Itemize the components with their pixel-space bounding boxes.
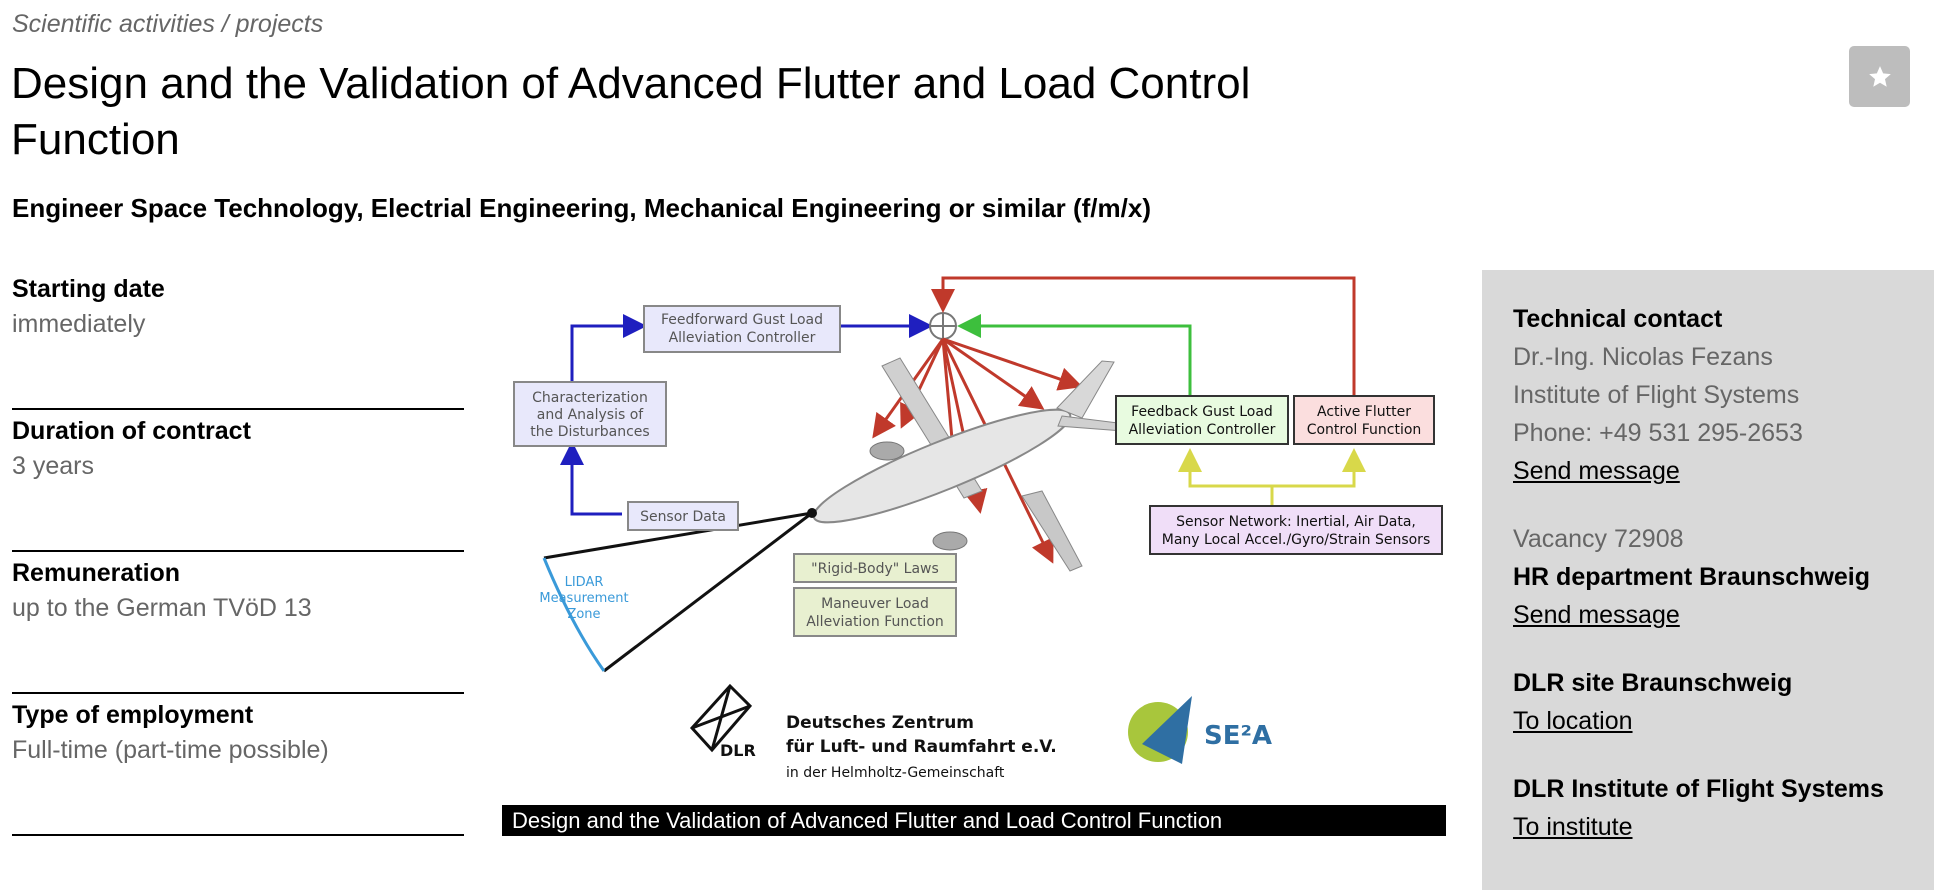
dlr-name-line-3: in der Helmholtz-Gemeinschaft — [786, 765, 1005, 781]
diagram-label: Maneuver Load — [821, 596, 929, 612]
diagram-label: Characterization — [532, 390, 648, 406]
breadcrumb[interactable]: Scientific activities / projects — [12, 10, 324, 38]
contact-institute: Institute of Flight Systems — [1513, 381, 1800, 409]
diagram-label: Zone — [567, 607, 600, 622]
contact-phone: Phone: +49 531 295-2653 — [1513, 419, 1803, 447]
fact-value: Full-time (part-time possible) — [12, 736, 329, 764]
diagram-label: LIDAR — [565, 575, 604, 590]
send-message-link-hr[interactable]: Send message — [1513, 601, 1680, 629]
diagram-label: Feedforward Gust Load — [661, 312, 823, 328]
diagram-label: "Rigid-Body" Laws — [811, 561, 939, 577]
fact-label: Duration of contract — [12, 417, 251, 445]
contact-name: Dr.-Ing. Nicolas Fezans — [1513, 343, 1773, 371]
diagram-label: Alleviation Controller — [1129, 422, 1276, 438]
diagram-label: Measurement — [539, 591, 628, 606]
job-facts: Starting date immediately Duration of co… — [12, 268, 464, 837]
to-location-link[interactable]: To location — [1513, 707, 1633, 735]
diagram-label: Sensor Network: Inertial, Air Data, — [1176, 514, 1416, 530]
to-institute-link[interactable]: To institute — [1513, 813, 1633, 841]
bookmark-button[interactable] — [1849, 46, 1910, 107]
diagram-label: Alleviation Function — [806, 614, 944, 630]
page-title: Design and the Validation of Advanced Fl… — [11, 59, 1251, 164]
fact-value: 3 years — [12, 452, 94, 480]
site-heading: DLR site Braunschweig — [1513, 669, 1793, 697]
fact-duration: Duration of contract 3 years — [12, 414, 464, 552]
fact-employment-type: Type of employment Full-time (part-time … — [12, 698, 464, 836]
se2a-label: SE²A — [1204, 721, 1272, 751]
figure-caption: Design and the Validation of Advanced Fl… — [502, 805, 1446, 836]
diagram-label: and Analysis of — [537, 407, 644, 423]
vacancy-number: Vacancy 72908 — [1513, 525, 1684, 553]
technical-contact-heading: Technical contact — [1513, 305, 1723, 333]
hr-department-heading: HR department Braunschweig — [1513, 563, 1871, 591]
diagram-label: Active Flutter — [1317, 404, 1411, 420]
diagram-label: Control Function — [1307, 422, 1422, 438]
control-architecture-figure[interactable]: Feedforward Gust Load Alleviation Contro… — [502, 266, 1446, 838]
dlr-name-line-1: Deutsches Zentrum — [786, 713, 974, 733]
diagram-label: Alleviation Controller — [669, 330, 816, 346]
dlr-logo: DLR Deutsches Zentrum für Luft- und Raum… — [689, 683, 1057, 781]
fact-value: up to the German TVöD 13 — [12, 594, 312, 622]
fact-label: Type of employment — [12, 701, 254, 729]
send-message-link-technical[interactable]: Send message — [1513, 457, 1680, 485]
diagram-label: Feedback Gust Load — [1131, 404, 1273, 420]
diagram-label: Many Local Accel./Gyro/Strain Sensors — [1162, 532, 1430, 548]
fact-remuneration: Remuneration up to the German TVöD 13 — [12, 556, 464, 694]
dlr-short-label: DLR — [720, 741, 756, 760]
star-icon — [1868, 65, 1891, 87]
job-subtitle: Engineer Space Technology, Electrial Eng… — [12, 193, 1151, 223]
fact-label: Remuneration — [12, 559, 181, 587]
contact-panel: Technical contact Dr.-Ing. Nicolas Fezan… — [1482, 270, 1934, 890]
institute-heading: DLR Institute of Flight Systems — [1513, 775, 1884, 803]
dlr-name-line-2: für Luft- und Raumfahrt e.V. — [786, 737, 1057, 757]
fact-value: immediately — [12, 310, 146, 338]
aircraft-illustration — [807, 357, 1144, 572]
se2a-logo: SE²A — [1128, 696, 1272, 764]
diagram-label: Sensor Data — [640, 509, 726, 525]
diagram-label: the Disturbances — [530, 424, 649, 440]
fact-starting-date: Starting date immediately — [12, 272, 464, 410]
fact-label: Starting date — [12, 275, 165, 303]
